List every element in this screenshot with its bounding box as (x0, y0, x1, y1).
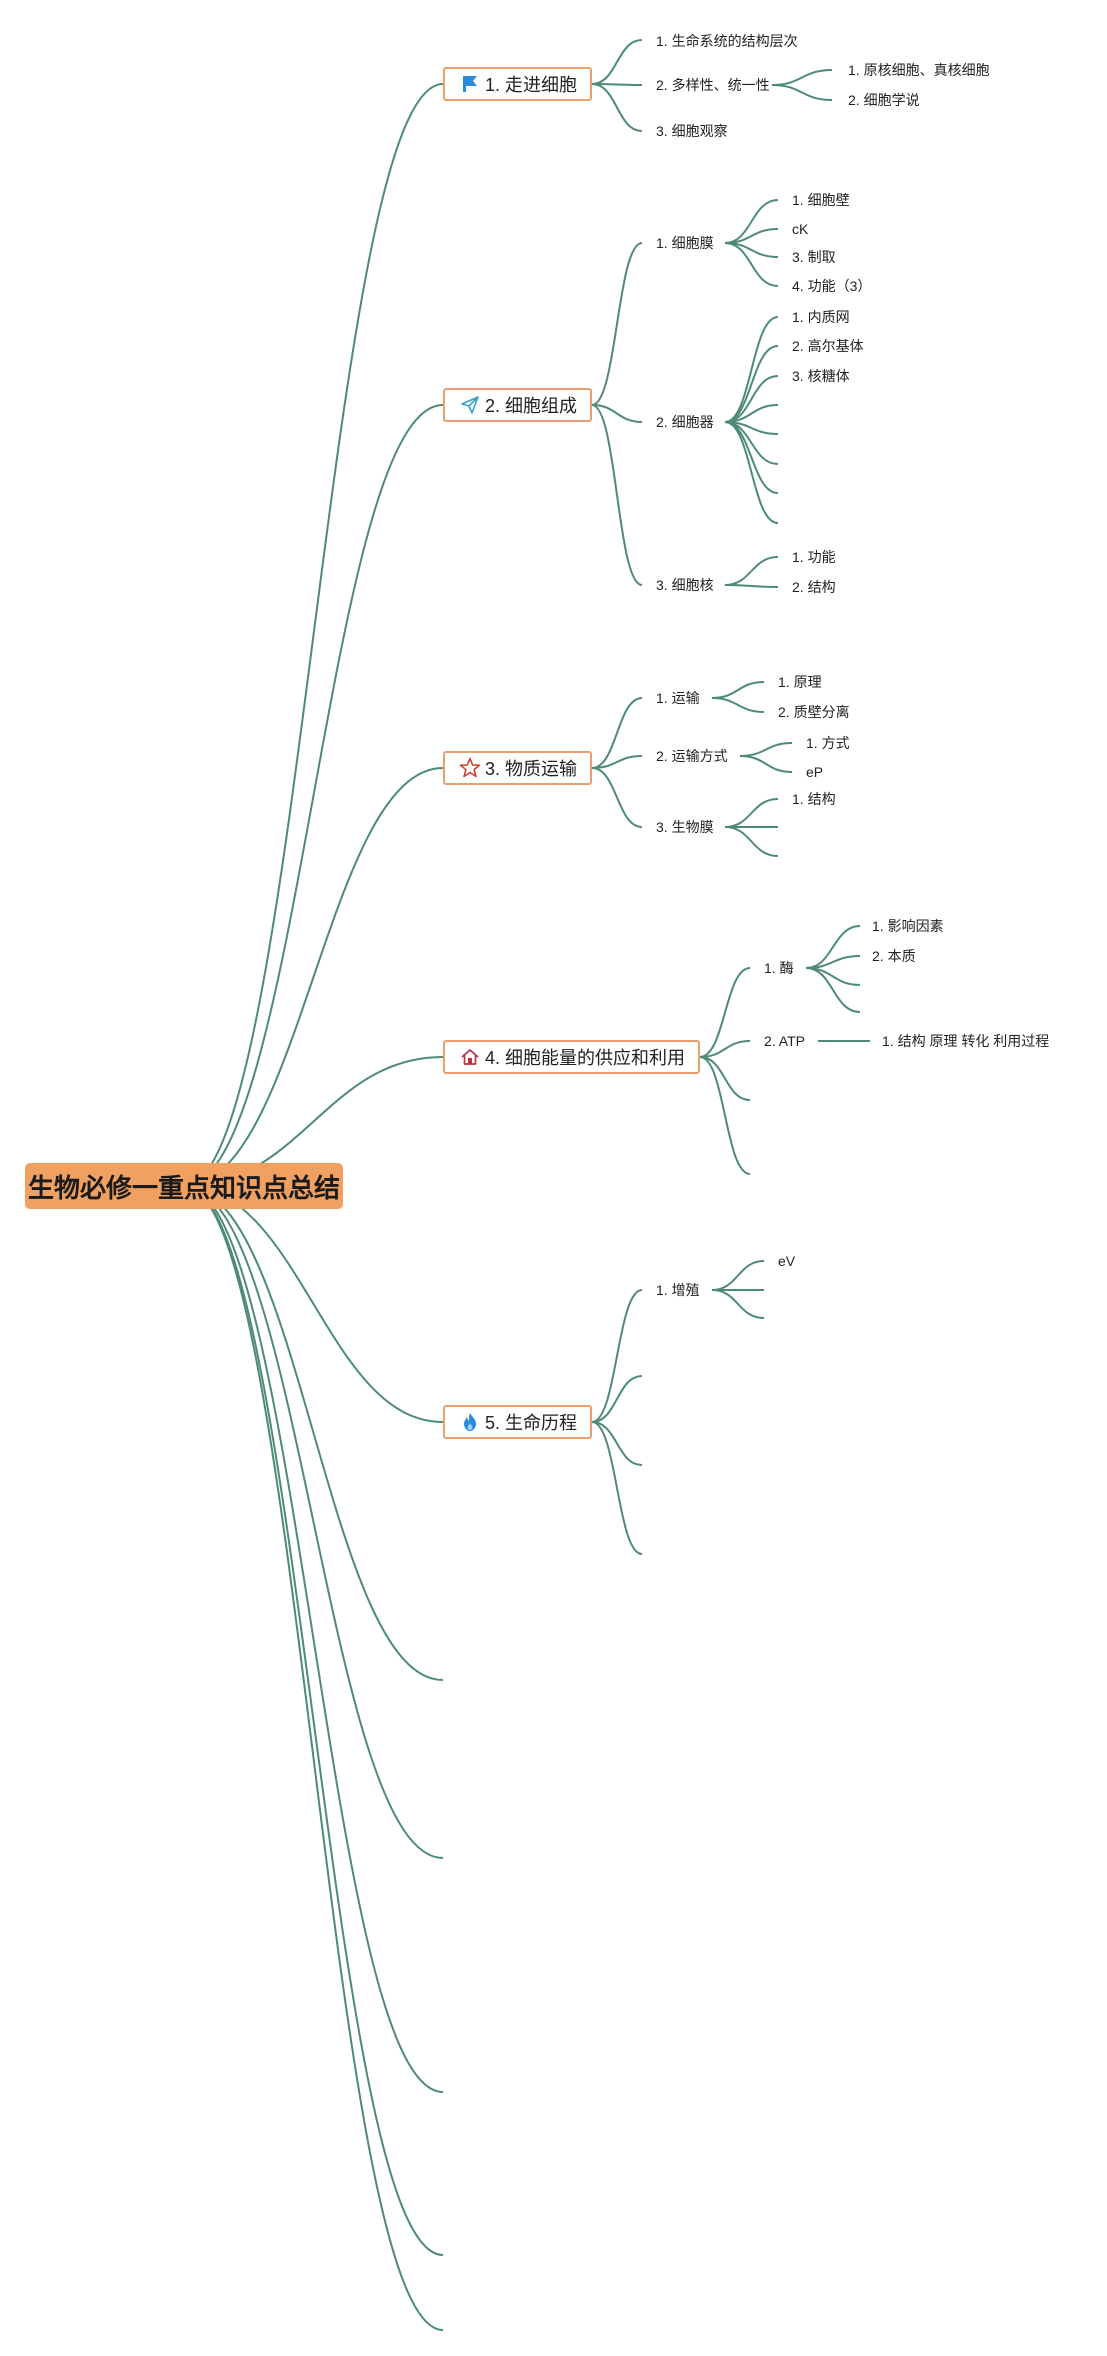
t4-leaf-nature[interactable]: 2. 本质 (872, 948, 916, 964)
t4-subtopic-atp[interactable]: 2. ATP (764, 1033, 805, 1049)
connector-curve (183, 1185, 444, 2256)
t3-leaf-modes[interactable]: 1. 方式 (806, 735, 850, 751)
t2-leaf-ck[interactable]: cK (792, 221, 809, 237)
t2-subtopic-nucleus[interactable]: 3. 细胞核 (656, 577, 714, 593)
connector-curve (183, 1185, 444, 1681)
connector-curve (591, 83, 643, 132)
connector-curve (183, 1185, 444, 2093)
connector-curve (724, 826, 779, 857)
connector-curve (724, 798, 779, 828)
connector-curve (591, 39, 643, 85)
connector-curve (724, 316, 779, 423)
connector-curve (711, 1289, 765, 1319)
connector-curve (591, 767, 643, 828)
connector-curve (183, 404, 444, 1187)
connector-curve (711, 1260, 765, 1291)
topic-5-label: 5. 生命历程 (485, 1413, 578, 1433)
t2-leaf-cell-wall[interactable]: 1. 细胞壁 (792, 192, 850, 208)
t4-subtopic-enzyme[interactable]: 1. 酶 (764, 960, 794, 976)
connector-curve (591, 1289, 643, 1423)
connector-curve (591, 697, 643, 769)
topic-4[interactable]: 4. 细胞能量的供应和利用 (443, 1040, 700, 1074)
connector-curve (591, 1421, 643, 1555)
connector-curve (699, 1040, 751, 1058)
connector-curve (699, 1056, 751, 1175)
t3-subtopic-transport[interactable]: 1. 运输 (656, 690, 700, 706)
t1-leaf-cell-theory[interactable]: 2. 细胞学说 (848, 92, 920, 108)
topic-1[interactable]: 1. 走进细胞 (443, 67, 592, 101)
connector-curve (591, 404, 643, 586)
connector-curve (771, 84, 833, 101)
connector-curve (699, 1056, 751, 1101)
connector-curve (724, 421, 779, 524)
t1-subtopic-structure-levels[interactable]: 1. 生命系统的结构层次 (656, 33, 798, 49)
topic-2[interactable]: 2. 细胞组成 (443, 388, 592, 422)
connector-curve (724, 584, 779, 588)
t3-leaf-plasmolysis[interactable]: 2. 质壁分离 (778, 704, 850, 720)
connector-curve (699, 967, 751, 1058)
connector-curve (591, 1421, 643, 1466)
t1-subtopic-observation[interactable]: 3. 细胞观察 (656, 123, 728, 139)
t2-leaf-er[interactable]: 1. 内质网 (792, 309, 850, 325)
connector-curve (183, 83, 444, 1187)
connector-curve (711, 697, 765, 713)
connector-curve (591, 242, 643, 406)
connector-curve (739, 755, 793, 773)
connector-curve (183, 1185, 444, 2331)
connector-curve (724, 345, 779, 423)
topic-3[interactable]: 3. 物质运输 (443, 751, 592, 785)
star-icon (459, 757, 481, 779)
flame-icon (459, 1411, 481, 1433)
connector-curve (591, 1375, 643, 1423)
connector-curve (771, 69, 833, 86)
connector-curve (724, 242, 779, 287)
t3-leaf-membrane-structure[interactable]: 1. 结构 (792, 791, 836, 807)
t1-subtopic-diversity[interactable]: 2. 多样性、统一性 (656, 77, 770, 93)
t3-subtopic-biomembrane[interactable]: 3. 生物膜 (656, 819, 714, 835)
paper-plane-icon (459, 394, 481, 416)
t2-leaf-golgi[interactable]: 2. 高尔基体 (792, 338, 864, 354)
flag-icon (459, 73, 481, 95)
t2-leaf-function[interactable]: 4. 功能（3） (792, 278, 872, 294)
t3-leaf-ep[interactable]: eP (806, 764, 824, 780)
connector-curve (591, 404, 643, 423)
t2-leaf-preparation[interactable]: 3. 制取 (792, 249, 836, 265)
topic-1-label: 1. 走进细胞 (485, 75, 578, 95)
t4-leaf-atp-details[interactable]: 1. 结构 原理 转化 利用过程 (882, 1033, 1050, 1049)
t2-subtopic-membrane[interactable]: 1. 细胞膜 (656, 235, 714, 251)
t4-leaf-factors[interactable]: 1. 影响因素 (872, 918, 944, 934)
t5-subtopic-proliferation[interactable]: 1. 增殖 (656, 1282, 700, 1298)
connector-curve (805, 967, 861, 1013)
t2-subtopic-organelles[interactable]: 2. 细胞器 (656, 414, 714, 430)
connector-curve (711, 681, 765, 699)
home-icon (459, 1046, 481, 1068)
connector-curve (183, 767, 444, 1187)
t3-subtopic-transport-modes[interactable]: 2. 运输方式 (656, 748, 728, 764)
t2-leaf-nucleus-structure[interactable]: 2. 结构 (792, 579, 836, 595)
topic-3-label: 3. 物质运输 (485, 759, 578, 779)
t5-leaf-ev[interactable]: eV (778, 1253, 796, 1269)
t2-leaf-ribosome[interactable]: 3. 核糖体 (792, 368, 850, 384)
t3-leaf-principle[interactable]: 1. 原理 (778, 674, 822, 690)
connector-curve (739, 742, 793, 757)
topic-5[interactable]: 5. 生命历程 (443, 1405, 592, 1439)
root-title: 生物必修一重点知识点总结 (27, 1172, 340, 1203)
connector-curve (724, 556, 779, 586)
t1-leaf-prokaryote-eukaryote[interactable]: 1. 原核细胞、真核细胞 (848, 62, 990, 78)
connector-curve (591, 755, 643, 769)
topic-4-label: 4. 细胞能量的供应和利用 (485, 1048, 686, 1068)
connector-curve (183, 1185, 444, 1859)
root-topic[interactable]: 生物必修一重点知识点总结 (25, 1163, 343, 1209)
topic-2-label: 2. 细胞组成 (485, 396, 578, 416)
t2-leaf-nucleus-function[interactable]: 1. 功能 (792, 549, 836, 565)
